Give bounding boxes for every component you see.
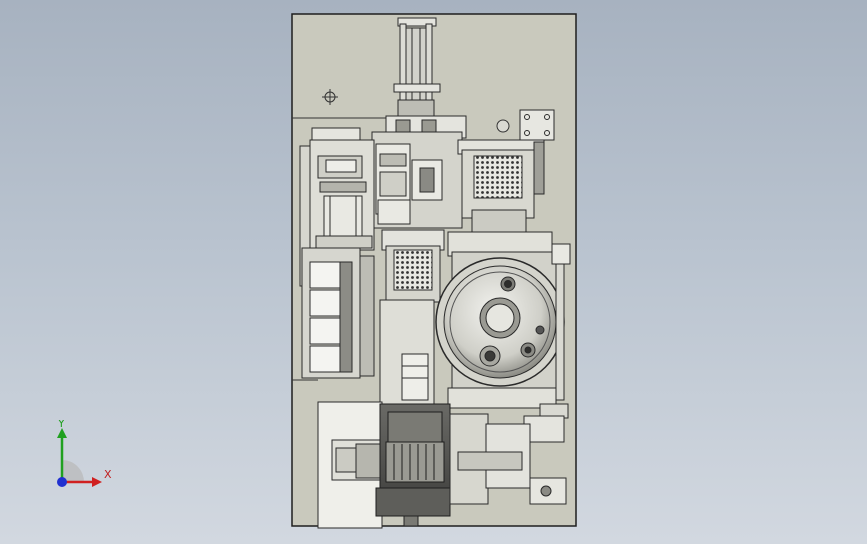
x-axis-label: X [104,468,112,481]
pusher-unit [449,413,567,505]
reference-triad: Y X [57,420,112,487]
vibratory-bowl [435,257,565,387]
y-axis-label: Y [57,420,65,430]
bottom-fixture-plate [317,401,385,529]
bottom-edge-block [403,515,419,527]
locating-mark-icon [322,89,338,105]
mounting-hole [496,119,510,133]
left-gantry-unit [299,127,375,287]
upper-right-tray [457,139,545,233]
discharge-chute [375,403,451,517]
right-guide-rails [523,263,569,443]
z-axis-marker [57,477,67,487]
clamp-mechanism [375,143,443,225]
left-feeder-rolls [301,247,375,379]
corner-bracket [519,109,555,141]
center-tray [379,229,445,407]
vertical-cylinder-assembly [385,17,467,139]
